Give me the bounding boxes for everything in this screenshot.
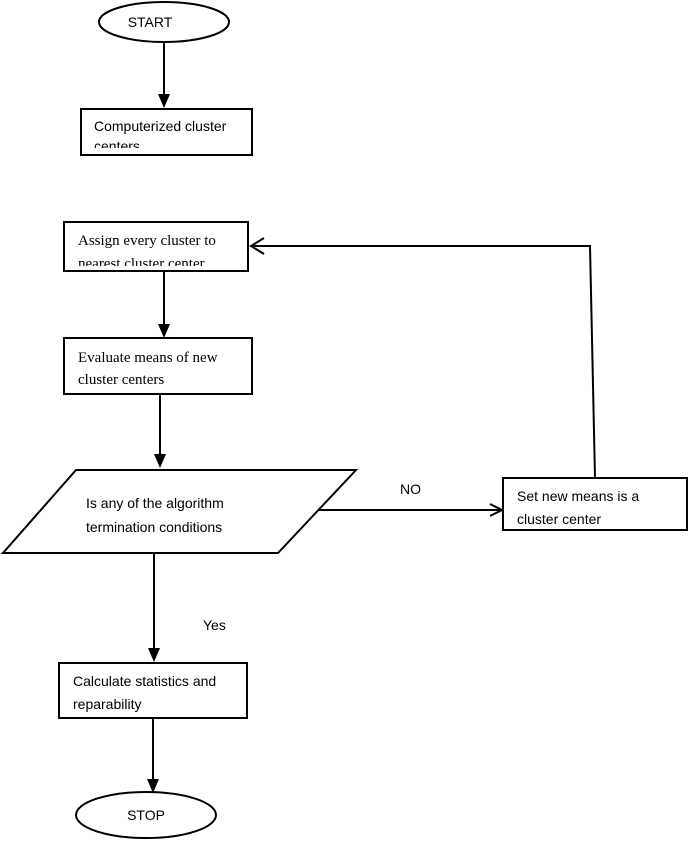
evaluate-line2: cluster centers xyxy=(78,372,164,388)
start-label: START xyxy=(128,14,173,30)
arrowhead-start-computerized xyxy=(158,94,170,108)
arrowhead-evaluate-decision xyxy=(154,454,166,468)
yes-label: Yes xyxy=(203,617,226,633)
computerized-line1: Computerized cluster xyxy=(94,118,227,134)
decision-line2: termination conditions xyxy=(86,519,222,535)
decision-node: Is any of the algorithm termination cond… xyxy=(0,469,359,554)
set-means-line2: cluster center xyxy=(517,511,601,527)
set-means-node: Set new means is a cluster center xyxy=(502,477,688,531)
stop-label: STOP xyxy=(127,807,165,823)
stop-node: STOP xyxy=(75,791,217,839)
arrowhead-assign-evaluate xyxy=(158,324,170,338)
assign-node: Assign every cluster to nearest cluster … xyxy=(63,221,249,272)
no-label: NO xyxy=(400,481,421,497)
evaluate-node: Evaluate means of new cluster centers xyxy=(63,337,253,395)
calculate-line1: Calculate statistics and xyxy=(73,673,216,689)
evaluate-line1: Evaluate means of new xyxy=(78,350,218,366)
calculate-node: Calculate statistics and reparability xyxy=(58,662,248,719)
arrowhead-calculate-stop xyxy=(147,779,159,793)
start-node: START xyxy=(98,1,230,43)
set-means-line1: Set new means is a xyxy=(517,488,639,504)
arrowhead-setmeans-assign xyxy=(249,237,265,255)
arrowhead-decision-calculate xyxy=(148,648,160,662)
calculate-line2: reparability xyxy=(73,696,141,712)
assign-line1: Assign every cluster to xyxy=(78,233,216,249)
decision-line1: Is any of the algorithm xyxy=(86,495,224,511)
computerized-centers-node: Computerized cluster centers xyxy=(80,108,253,156)
edge-setmeans-assign xyxy=(252,245,596,479)
